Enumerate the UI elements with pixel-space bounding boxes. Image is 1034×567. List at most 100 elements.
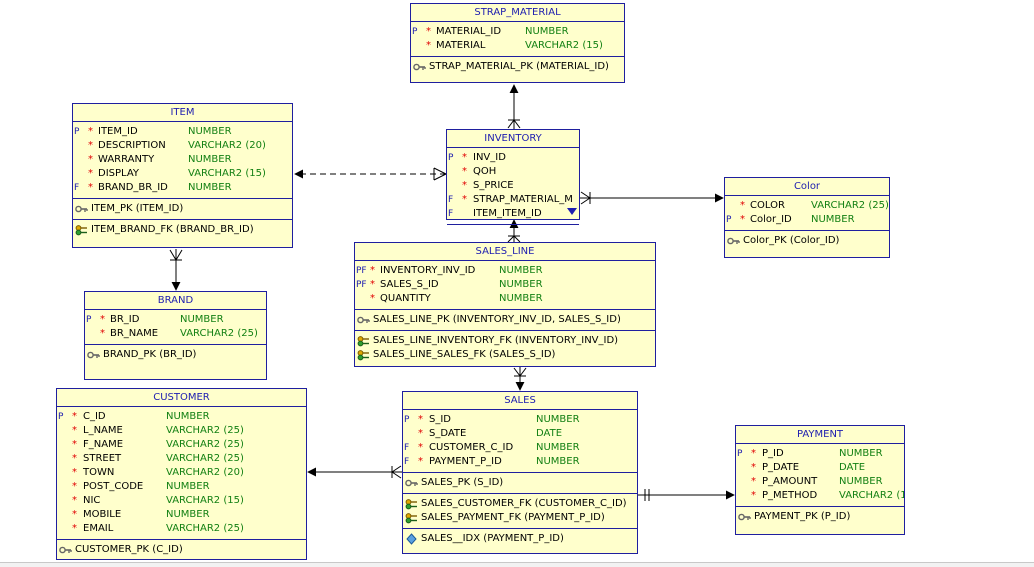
pk-row[interactable]: SALES_LINE_PK (INVENTORY_INV_ID, SALES_S… xyxy=(355,313,655,327)
column-name: CUSTOMER_C_ID xyxy=(429,442,514,453)
column-row[interactable]: *S_PRICE xyxy=(447,179,579,193)
required-marker: * xyxy=(462,180,467,191)
column-type: VARCHAR2 (20) xyxy=(166,467,244,478)
index-diamond-icon xyxy=(406,533,417,545)
column-row[interactable]: F*STRAP_MATERIAL_M xyxy=(447,193,579,207)
required-marker: * xyxy=(72,523,77,534)
entity-title: CUSTOMER xyxy=(57,389,306,407)
required-marker: * xyxy=(418,428,423,439)
scroll-down-arrow-icon[interactable] xyxy=(567,208,577,215)
column-type: NUMBER xyxy=(166,509,210,520)
column-row[interactable]: *QOH xyxy=(447,165,579,179)
fk-row[interactable]: ITEM_BRAND_FK (BRAND_BR_ID) xyxy=(73,223,292,237)
pk-row[interactable]: PAYMENT_PK (P_ID) xyxy=(736,510,904,524)
entity-inventory[interactable]: INVENTORY P*INV_ID *QOH *S_PRICE F*STRAP… xyxy=(446,129,580,225)
required-marker: * xyxy=(88,168,93,179)
pk-row[interactable]: CUSTOMER_PK (C_ID) xyxy=(57,543,306,557)
fk-label: SALES_LINE_INVENTORY_FK (INVENTORY_INV_I… xyxy=(373,335,619,346)
pk-row[interactable]: ITEM_PK (ITEM_ID) xyxy=(73,202,292,216)
column-name: POST_CODE xyxy=(83,481,144,492)
pk-section: PAYMENT_PK (P_ID) xyxy=(736,507,904,527)
column-type: NUMBER xyxy=(499,265,543,276)
index-row[interactable]: SALES__IDX (PAYMENT_P_ID) xyxy=(403,532,637,546)
key-icon xyxy=(75,205,88,213)
column-type: NUMBER xyxy=(536,456,580,467)
column-flag: F xyxy=(448,195,454,205)
column-type: NUMBER xyxy=(536,442,580,453)
pk-row[interactable]: SALES_PK (S_ID) xyxy=(403,476,637,490)
column-type: VARCHAR2 (25) xyxy=(166,439,244,450)
pk-label: SALES_LINE_PK (INVENTORY_INV_ID, SALES_S… xyxy=(373,314,621,325)
fk-row[interactable]: SALES_PAYMENT_FK (PAYMENT_P_ID) xyxy=(403,511,637,525)
fk-row[interactable]: SALES_LINE_INVENTORY_FK (INVENTORY_INV_I… xyxy=(355,334,655,348)
required-marker: * xyxy=(72,509,77,520)
key-icon xyxy=(405,479,418,487)
column-name: INV_ID xyxy=(473,152,506,163)
pk-section: BRAND_PK (BR_ID) xyxy=(85,345,266,365)
rel-salesline-inventory xyxy=(507,219,521,243)
entity-strap-material[interactable]: STRAP_MATERIAL P * MATERIAL_ID NUMBER * … xyxy=(410,3,625,83)
column-row[interactable]: * MATERIAL VARCHAR2 (15) xyxy=(411,39,624,53)
column-name: C_ID xyxy=(83,411,106,422)
key-icon xyxy=(357,316,370,324)
required-marker: * xyxy=(88,182,93,193)
column-name: S_DATE xyxy=(429,428,467,439)
column-row[interactable]: P * MATERIAL_ID NUMBER xyxy=(411,25,624,39)
entity-title: Color xyxy=(725,178,889,196)
fk-row[interactable]: SALES_LINE_SALES_FK (SALES_S_ID) xyxy=(355,348,655,362)
pk-label: SALES_PK (S_ID) xyxy=(421,477,504,488)
pk-row[interactable]: Color_PK (Color_ID) xyxy=(725,234,889,248)
rel-sales-customer xyxy=(307,465,402,479)
pk-row[interactable]: STRAP_MATERIAL_PK (MATERIAL_ID) xyxy=(411,60,624,74)
horizontal-scrollbar[interactable] xyxy=(0,562,1034,567)
required-marker: * xyxy=(751,462,756,473)
column-type: VARCHAR2 (25) xyxy=(811,200,889,211)
pk-row[interactable]: BRAND_PK (BR_ID) xyxy=(85,348,266,362)
pk-label: BRAND_PK (BR_ID) xyxy=(103,349,197,360)
column-row[interactable]: P*INV_ID xyxy=(447,151,579,165)
column-name: NIC xyxy=(83,495,101,506)
index-section: SALES__IDX (PAYMENT_P_ID) xyxy=(403,529,637,549)
entity-title: SALES_LINE xyxy=(355,243,655,261)
column-flag: PF xyxy=(356,266,367,276)
fk-row[interactable]: SALES_CUSTOMER_FK (CUSTOMER_C_ID) xyxy=(403,497,637,511)
